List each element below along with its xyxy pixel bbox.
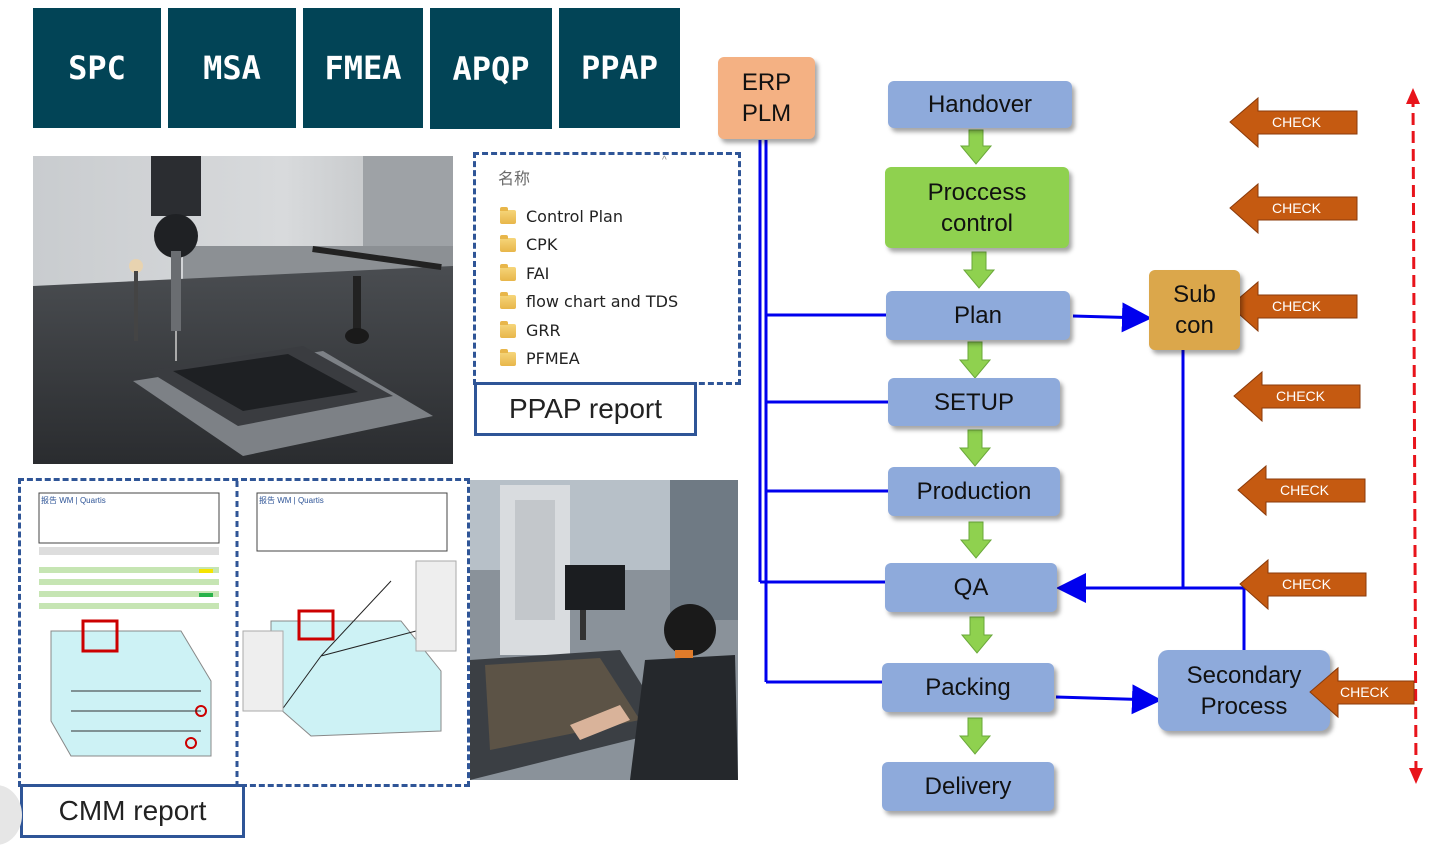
folder-label: flow chart and TDS	[526, 292, 679, 311]
ppap-report-label: PPAP report	[474, 382, 697, 436]
report-header-left: 报告 WM | Quartis	[41, 496, 106, 505]
packing-label: Packing	[925, 674, 1011, 701]
plan-label: Plan	[953, 302, 1003, 329]
setup-box: SETUP	[888, 378, 1060, 426]
tile-msa: MSA	[168, 8, 296, 128]
handover-box: Handover	[888, 81, 1072, 128]
secondary-label-1: Secondary	[1186, 661, 1302, 689]
sort-caret-icon: ^	[662, 155, 667, 166]
tile-fmea: FMEA	[303, 8, 423, 128]
folder-item[interactable]: CPK	[500, 234, 558, 254]
setup-label: SETUP	[933, 388, 1014, 416]
folder-label: FAI	[526, 264, 550, 283]
tile-apqp-label: APQP	[452, 49, 530, 88]
cmm-report-text: CMM report	[58, 795, 207, 826]
cmm-report-panel: 报告 WM | Quartis 报告 WM | Quartis	[18, 478, 470, 787]
secondary-process-box: Secondary Process	[1158, 650, 1330, 731]
secondary-check-arrow	[1309, 666, 1415, 719]
check-label-handover: CHECK	[1272, 114, 1322, 130]
column-header-name: 名称	[498, 169, 531, 188]
ppap-report-text: PPAP report	[508, 393, 663, 424]
production-box: Production	[888, 467, 1060, 516]
delivery-label: Delivery	[924, 773, 1012, 800]
decorative-circle	[0, 785, 22, 845]
folder-item[interactable]: PFMEA	[500, 348, 580, 368]
qa-label: QA	[953, 574, 989, 601]
subcon-label-2: con	[1175, 312, 1214, 339]
cmm-report-label: CMM report	[20, 784, 245, 838]
production-label: Production	[916, 478, 1032, 505]
folder-label: PFMEA	[526, 349, 580, 368]
delivery-box: Delivery	[882, 762, 1054, 811]
folder-icon	[500, 348, 516, 366]
check-label-plan: CHECK	[1272, 298, 1322, 314]
tile-apqp: APQP	[430, 8, 552, 129]
tile-ppap-label: PPAP	[580, 49, 659, 87]
check-label-qa: CHECK	[1282, 576, 1332, 592]
tile-fmea-label: FMEA	[324, 49, 402, 87]
process-control-box: Proccess control	[885, 167, 1069, 248]
folder-icon	[500, 206, 516, 224]
tile-msa-label: MSA	[203, 49, 261, 87]
check-label-secondary-top: CHECK	[1340, 684, 1390, 700]
subcon-label-1: Sub	[1173, 281, 1216, 308]
folder-icon	[500, 263, 516, 281]
plan-box: Plan	[886, 291, 1070, 340]
folder-item[interactable]: FAI	[500, 263, 550, 283]
folder-icon	[500, 234, 516, 252]
cmm-probe-photo	[33, 156, 453, 464]
check-label-production: CHECK	[1280, 482, 1330, 498]
check-label-process-control: CHECK	[1272, 200, 1322, 216]
tile-ppap: PPAP	[559, 8, 680, 128]
erp-label: ERP	[741, 69, 792, 96]
process-control-label-1: Proccess	[927, 178, 1027, 206]
erp-plm-box: ERP PLM	[718, 57, 815, 139]
packing-box: Packing	[882, 663, 1054, 712]
folder-item[interactable]: Control Plan	[500, 206, 623, 226]
folder-item[interactable]: GRR	[500, 320, 561, 340]
subcon-box: Sub con	[1149, 270, 1240, 350]
qa-box: QA	[885, 563, 1057, 612]
check-label-setup: CHECK	[1276, 388, 1326, 404]
folder-icon	[500, 320, 516, 338]
folder-label: Control Plan	[526, 207, 623, 226]
report-header-right: 报告 WM | Quartis	[259, 496, 324, 505]
secondary-label-2: Process	[1200, 692, 1288, 720]
handover-label: Handover	[927, 91, 1033, 118]
plm-label: PLM	[741, 100, 792, 127]
ppap-folder-list: 名称 ^ Control Plan CPK FAI flow chart and…	[473, 152, 741, 385]
tile-spc: SPC	[33, 8, 161, 128]
folder-item[interactable]: flow chart and TDS	[500, 291, 679, 311]
folder-icon	[500, 291, 516, 309]
inspection-operator-photo	[470, 480, 738, 780]
folder-label: GRR	[526, 321, 561, 340]
folder-label: CPK	[526, 235, 558, 254]
tile-spc-label: SPC	[68, 49, 126, 87]
process-control-label-2: control	[940, 209, 1014, 237]
